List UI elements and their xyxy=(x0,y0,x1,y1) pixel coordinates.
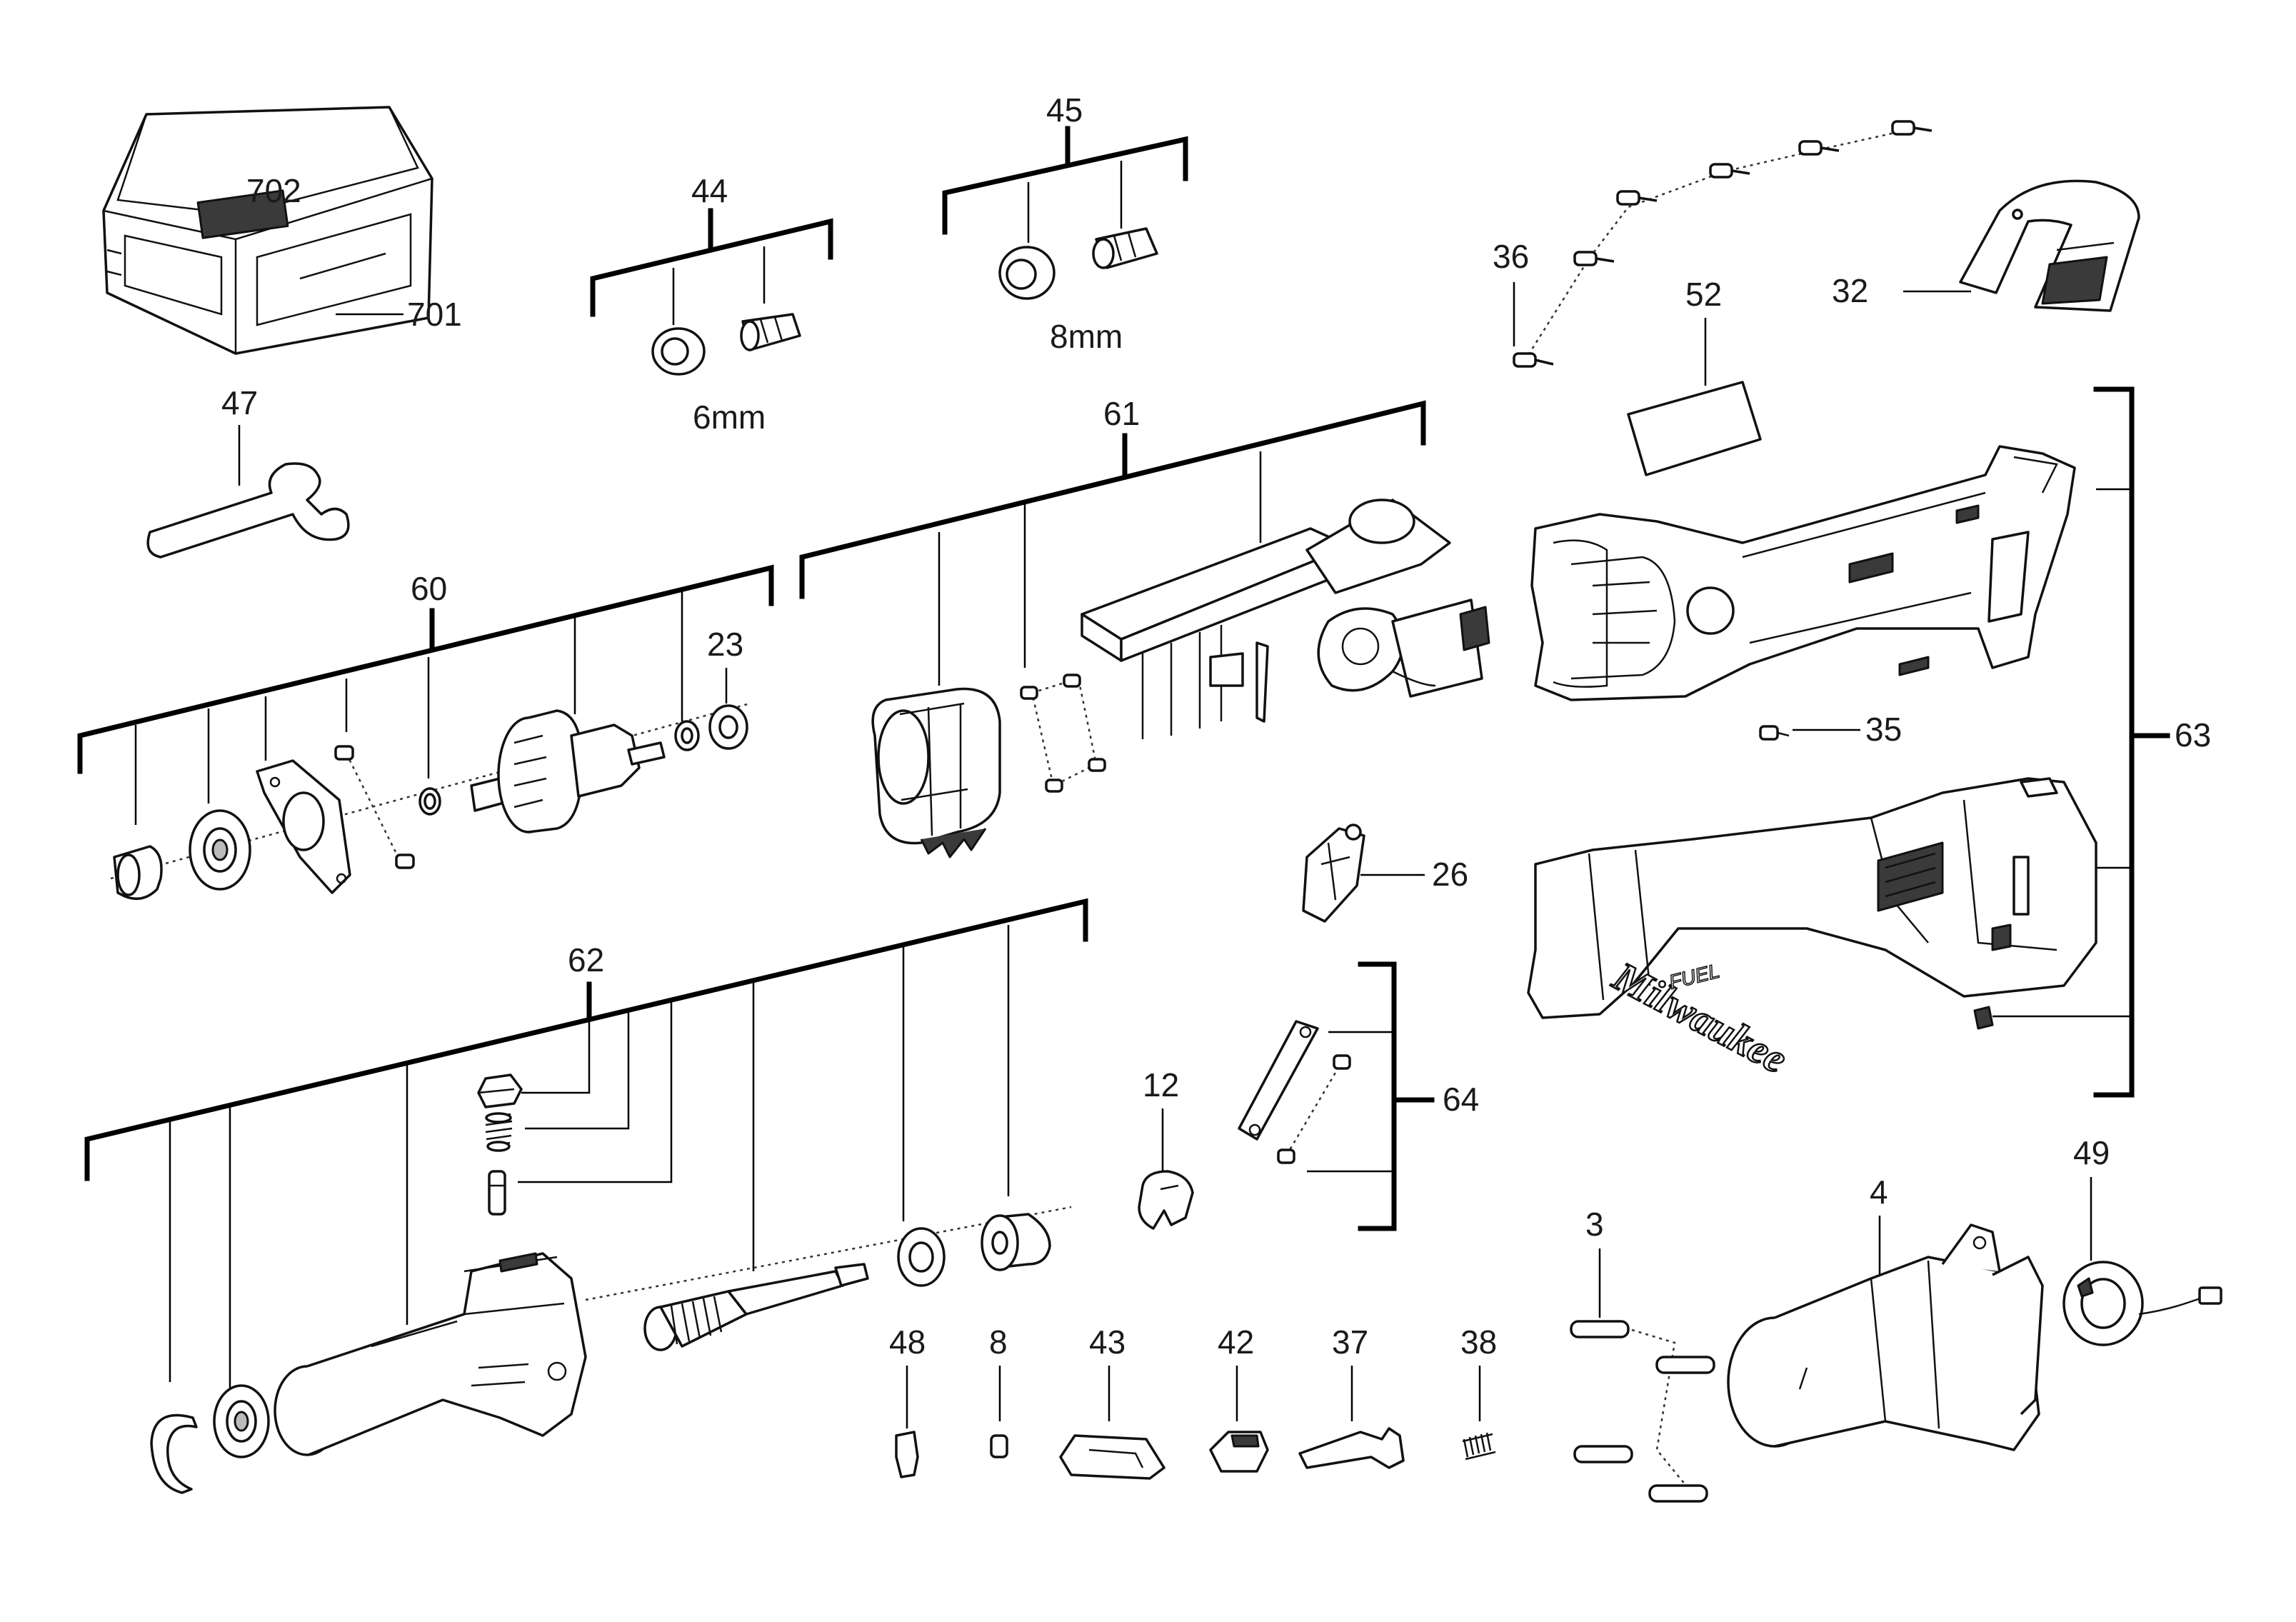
collet-6mm xyxy=(740,313,801,351)
bracket-44 xyxy=(590,218,833,317)
label-60: 60 xyxy=(411,570,447,607)
collet-nut-8mm xyxy=(998,246,1056,300)
collet-nut-6mm xyxy=(651,327,706,376)
label-64: 64 xyxy=(1443,1081,1479,1118)
lock-bar-screws xyxy=(1277,1054,1351,1164)
label-63: 63 xyxy=(2175,716,2211,754)
side-handle xyxy=(1727,1223,2044,1451)
bearing-62 xyxy=(213,1384,270,1458)
screw-35 xyxy=(1759,725,1790,741)
label-47: 47 xyxy=(221,384,258,421)
label-35: 35 xyxy=(1865,711,1902,748)
bushing xyxy=(981,1213,1051,1271)
battery-cover xyxy=(1959,179,2140,312)
screw xyxy=(1513,352,1554,368)
bracket-62 xyxy=(84,898,1088,1181)
label-32: 32 xyxy=(1832,272,1868,309)
spindle xyxy=(643,1263,869,1351)
label-42: 42 xyxy=(1218,1323,1254,1361)
label-61: 61 xyxy=(1103,395,1140,432)
label-43: 43 xyxy=(1089,1323,1126,1361)
retaining-ring xyxy=(150,1413,198,1494)
screw-set-61 xyxy=(1020,674,1106,793)
part-37-trigger xyxy=(1298,1427,1405,1469)
screw-63 xyxy=(1973,1006,1994,1030)
spanner-wrench xyxy=(146,462,350,559)
pin xyxy=(488,1170,506,1216)
label-26: 26 xyxy=(1432,856,1468,893)
label-8: 8 xyxy=(989,1323,1008,1361)
label-44-size: 6mm xyxy=(693,399,766,436)
label-3: 3 xyxy=(1585,1206,1604,1243)
label-23: 23 xyxy=(707,626,743,663)
label-48: 48 xyxy=(889,1323,926,1361)
label-701: 701 xyxy=(407,296,462,333)
rotor xyxy=(470,709,666,833)
o-ring xyxy=(418,787,441,816)
washer-23a xyxy=(674,720,700,751)
label-45-size: 8mm xyxy=(1050,318,1123,355)
label-52: 52 xyxy=(1685,276,1722,313)
bearing-rear-23 xyxy=(708,704,748,750)
lock-bar xyxy=(1238,1020,1319,1141)
label-12: 12 xyxy=(1143,1066,1179,1103)
gear-head-housing xyxy=(274,1252,587,1456)
sensor-ring-49 xyxy=(2062,1261,2222,1346)
bracket-61 xyxy=(799,400,1426,599)
stator xyxy=(871,687,1001,858)
spring xyxy=(485,1112,513,1152)
fan xyxy=(113,845,163,901)
bracket-63 xyxy=(2093,386,2135,1098)
housing-half-outer xyxy=(1527,777,2097,1019)
bearing-spindle xyxy=(897,1227,946,1287)
bearing-front xyxy=(189,809,251,891)
switch-part-26 xyxy=(1302,823,1365,923)
part-43 xyxy=(1059,1434,1165,1480)
bracket-64 xyxy=(1358,961,1397,1231)
carry-case xyxy=(102,106,433,355)
screw-set-36 xyxy=(1513,120,1932,368)
label-37: 37 xyxy=(1332,1323,1368,1361)
label-702: 702 xyxy=(246,172,301,209)
push-button-cap xyxy=(477,1073,523,1108)
collet-8mm xyxy=(1092,227,1158,269)
bracket-45 xyxy=(942,136,1188,235)
housing-half-inner xyxy=(1530,445,2076,701)
label-44: 44 xyxy=(691,172,728,209)
bracket-60 xyxy=(77,564,774,774)
clip-12 xyxy=(1138,1170,1194,1230)
plate-screws xyxy=(334,745,415,869)
label-62: 62 xyxy=(568,941,604,978)
label-49: 49 xyxy=(2073,1134,2110,1171)
label-38: 38 xyxy=(1460,1323,1497,1361)
electronics-module xyxy=(1081,499,1490,739)
label-plate xyxy=(1627,381,1762,476)
part-38-spring xyxy=(1462,1432,1496,1461)
label-45: 45 xyxy=(1046,91,1083,129)
bearing-plate xyxy=(256,759,351,894)
screw-set-3 xyxy=(1570,1320,1715,1503)
part-8 xyxy=(990,1434,1008,1458)
part-48 xyxy=(895,1431,919,1478)
label-36: 36 xyxy=(1493,238,1529,275)
label-4: 4 xyxy=(1870,1173,1888,1211)
